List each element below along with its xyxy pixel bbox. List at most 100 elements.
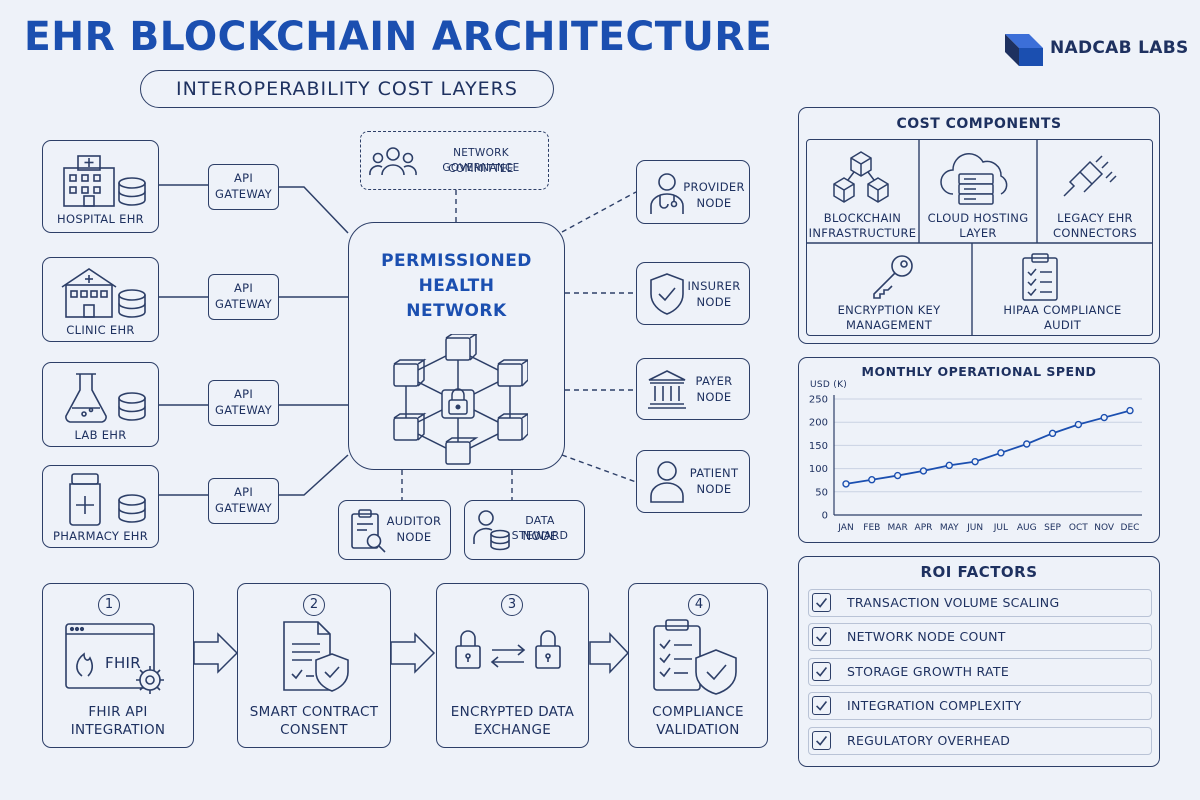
chart-x-tick-label: FEB [863,523,880,533]
gateway-label-1: API [233,171,254,185]
chart-x-tick-label: SEP [1044,523,1061,533]
step-label-2: VALIDATION [656,722,740,738]
user-database-icon [473,510,510,551]
node-label-2: NODE [522,529,558,543]
brand-name: NADCAB LABS [1050,38,1189,58]
medicine-bottle-icon [69,473,146,526]
ehr-source-label: LAB EHR [74,428,127,442]
fhir-window-icon [65,623,164,694]
step-label-1: FHIR API [88,704,148,720]
roi-item: TRANSACTION VOLUME SCALING [808,589,1152,617]
chart-data-point [1023,440,1031,448]
contract-shield-icon [283,621,349,692]
chart-data-point [945,461,953,470]
checkbox-checked-icon [812,662,831,681]
key-icon [873,255,913,299]
person-icon [650,461,684,503]
cost-label-1: HIPAA COMPLIANCE [1003,303,1122,317]
step-label-1: COMPLIANCE [652,704,744,720]
page-subtitle: INTEROPERABILITY COST LAYERS [140,70,554,108]
chart-y-axis-label: USD (K) [810,380,848,390]
ehr-source-label: HOSPITAL EHR [57,212,144,226]
chart-x-tick-label: MAY [940,523,959,533]
step-number: 4 [688,594,710,616]
clinic-icon [61,268,146,318]
chart-data-point [893,471,902,480]
node-label-1: PATIENT [689,466,739,480]
checklist-icon [1022,253,1058,301]
cost-label-2: CONNECTORS [1053,226,1137,240]
roi-item: INTEGRATION COMPLEXITY [808,692,1152,720]
checkbox-checked-icon [812,731,831,750]
chart-x-tick-label: MAR [888,523,908,533]
chart-x-tick-label: JUL [993,523,1008,533]
node-label-1: PAYER [695,374,733,388]
gateway-label-2: GATEWAY [214,403,273,417]
governance-label-1: NETWORK GOVERNANCE [442,147,520,174]
api-gateway [208,164,279,210]
chart-x-tick-label: OCT [1069,523,1088,533]
blockchain-network-icon [393,334,528,465]
roi-item: NETWORK NODE COUNT [808,623,1152,651]
cost-label-2: LAYER [959,226,997,240]
cost-label-2: INFRASTRUCTURE [808,226,917,240]
chart-data-point [997,449,1005,457]
chart-data-point [1100,413,1108,422]
cloud-server-icon [940,153,1008,205]
chart-series-line [845,409,1131,485]
auditor-node [338,500,451,560]
node-label-2: NODE [696,390,732,404]
bank-icon [648,370,686,409]
network-title-2: HEALTH [418,276,495,296]
step-number: 1 [98,594,120,616]
chart-data-point [1048,429,1057,438]
step-number: 3 [501,594,523,616]
chart-y-tick-label: 0 [822,511,828,522]
plug-icon [1063,155,1117,197]
nadcab-logo-icon [1005,34,1043,66]
node-label-1: AUDITOR [386,514,442,528]
roi-item-label: TRANSACTION VOLUME SCALING [847,595,1060,610]
cost-label-2: AUDIT [1043,318,1082,332]
api-gateway [208,274,279,320]
roi-item: STORAGE GROWTH RATE [808,658,1152,686]
roi-item-label: NETWORK NODE COUNT [847,629,1006,644]
node-label-1: INSURER [687,279,741,293]
roi-title: ROI FACTORS [920,563,1038,581]
chart-y-tick-label: 50 [815,487,828,498]
cost-label-1: CLOUD HOSTING [927,211,1029,225]
cost-label-1: ENCRYPTION KEY [837,303,941,317]
ehr-source-label: PHARMACY EHR [52,529,149,543]
flask-icon [65,373,146,423]
chart-x-tick-label: NOV [1094,523,1115,533]
chart-data-point [842,480,850,488]
cost-grid-lines [806,139,1153,336]
checkbox-checked-icon [812,696,831,715]
roi-factors-panel [798,556,1160,767]
compliance-checklist-icon [653,619,737,695]
network-title-3: NETWORK [406,301,507,321]
lock-exchange-icon [455,630,561,669]
step-label-1: ENCRYPTED DATA [450,704,575,720]
step-label-2: EXCHANGE [473,722,552,738]
chart-y-tick-label: 200 [809,418,828,429]
ehr-source-label: CLINIC EHR [66,323,135,337]
shield-check-icon [650,273,684,315]
group-icon [369,147,417,176]
node-label-2: NODE [696,196,732,210]
clipboard-search-icon [351,509,386,553]
cost-label-2: MANAGEMENT [845,318,933,332]
checkbox-checked-icon [812,593,831,612]
network-title-1: PERMISSIONED [381,251,532,271]
provider-node [636,160,750,224]
gateway-label-1: API [233,281,254,295]
data-steward-node [464,500,585,560]
chart-data-point [1074,420,1083,429]
gateway-label-2: GATEWAY [214,501,273,515]
chart-data-point [868,476,876,484]
page-title: EHR BLOCKCHAIN ARCHITECTURE [24,14,773,60]
node-label-2: NODE [696,295,732,309]
